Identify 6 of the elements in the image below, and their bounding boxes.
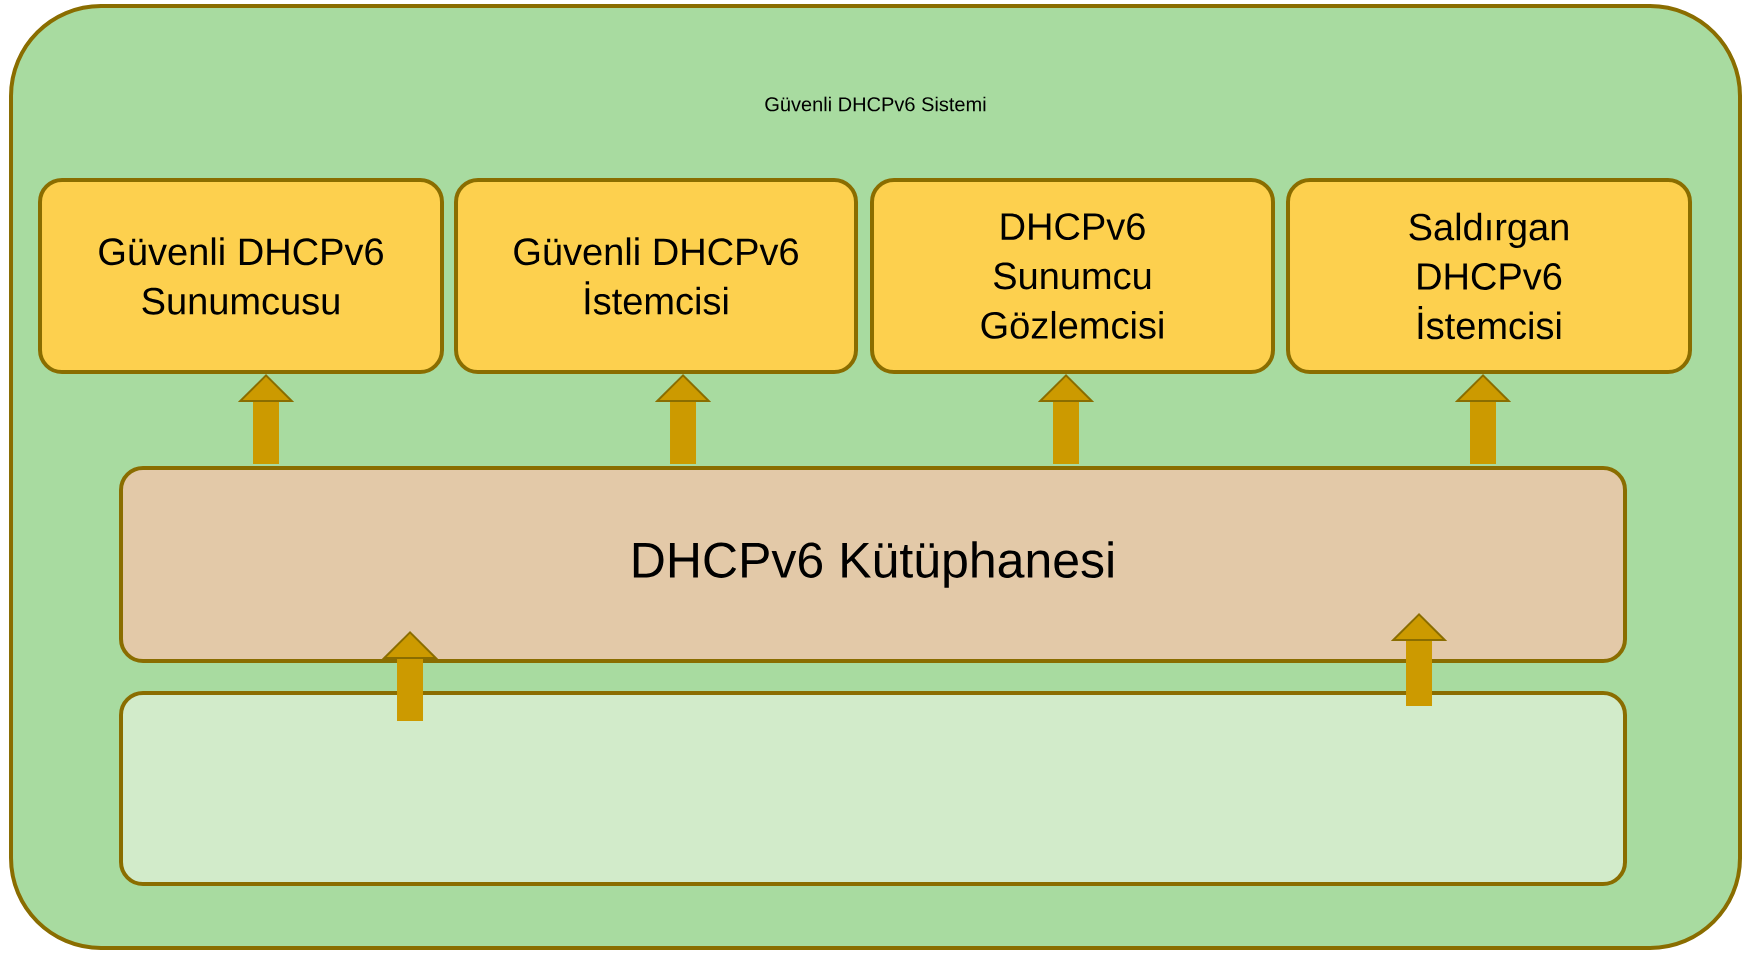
framework-layer-box	[119, 691, 1627, 886]
component-box: Saldırgan DHCPv6 İstemcisi	[1286, 178, 1692, 374]
component-box: Güvenli DHCPv6 İstemcisi	[454, 178, 858, 374]
library-layer-box: DHCPv6 Kütüphanesi	[119, 466, 1627, 663]
component-box: Güvenli DHCPv6 Sunumcusu	[38, 178, 444, 374]
component-box: DHCPv6 Sunumcu Gözlemcisi	[870, 178, 1275, 374]
